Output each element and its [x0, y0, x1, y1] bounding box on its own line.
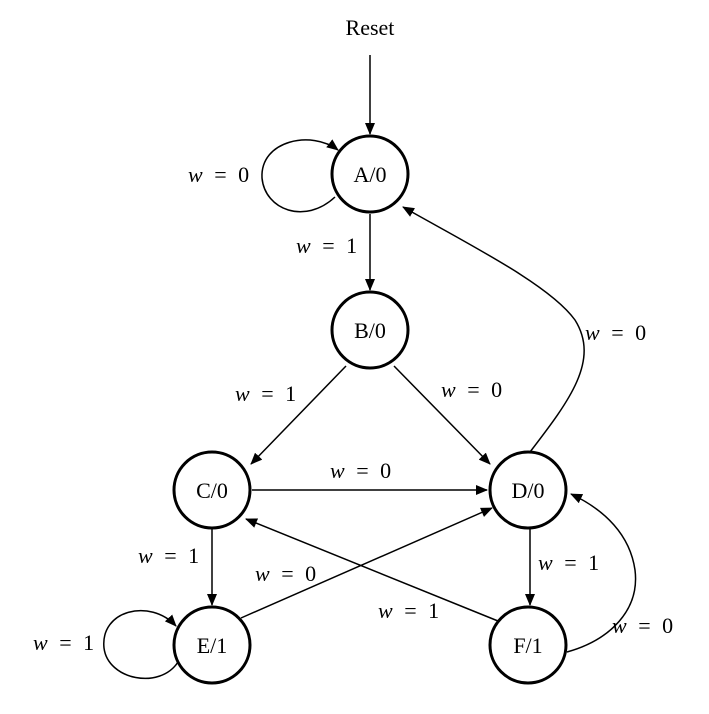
state-c-label: C/0 — [196, 478, 228, 503]
edge-label-a-to-b: w = 1 — [296, 233, 357, 258]
state-c: C/0 — [172, 450, 252, 530]
edge-label-e-to-d: w = 0 — [255, 561, 316, 586]
state-b-label: B/0 — [354, 318, 386, 343]
state-e: E/1 — [172, 605, 252, 685]
edge-b-to-c — [250, 365, 347, 465]
edge-e-to-d — [240, 507, 493, 619]
state-b: B/0 — [330, 290, 410, 370]
edge-f-to-d — [566, 493, 637, 653]
edge-f-to-c — [245, 518, 499, 622]
state-d: D/0 — [488, 450, 568, 530]
state-f-label: F/1 — [513, 633, 542, 658]
edge-label-b-to-d: w = 0 — [441, 377, 502, 402]
state-f: F/1 — [488, 605, 568, 685]
edge-label-b-to-c: w = 1 — [235, 381, 296, 406]
edge-a-to-a — [261, 139, 339, 213]
edge-label-f-to-c: w = 1 — [378, 598, 439, 623]
edge-label-d-to-f: w = 1 — [538, 550, 599, 575]
edge-label-c-to-d: w = 0 — [330, 458, 391, 483]
state-a-label: A/0 — [354, 162, 387, 187]
edge-label-e-to-e: w = 1 — [33, 630, 94, 655]
state-d-label: D/0 — [512, 478, 545, 503]
edge-b-to-d — [393, 365, 491, 465]
edge-label-a-to-a: w = 0 — [188, 162, 249, 187]
edge-label-d-to-a: w = 0 — [585, 320, 646, 345]
edge-label-f-to-d: w = 0 — [612, 613, 673, 638]
reset-label: Reset — [346, 15, 395, 40]
state-a: A/0 — [330, 134, 410, 214]
edge-d-to-a — [402, 206, 585, 453]
edge-label-c-to-e: w = 1 — [138, 543, 199, 568]
edge-e-to-e — [103, 610, 179, 679]
state-e-label: E/1 — [197, 633, 228, 658]
